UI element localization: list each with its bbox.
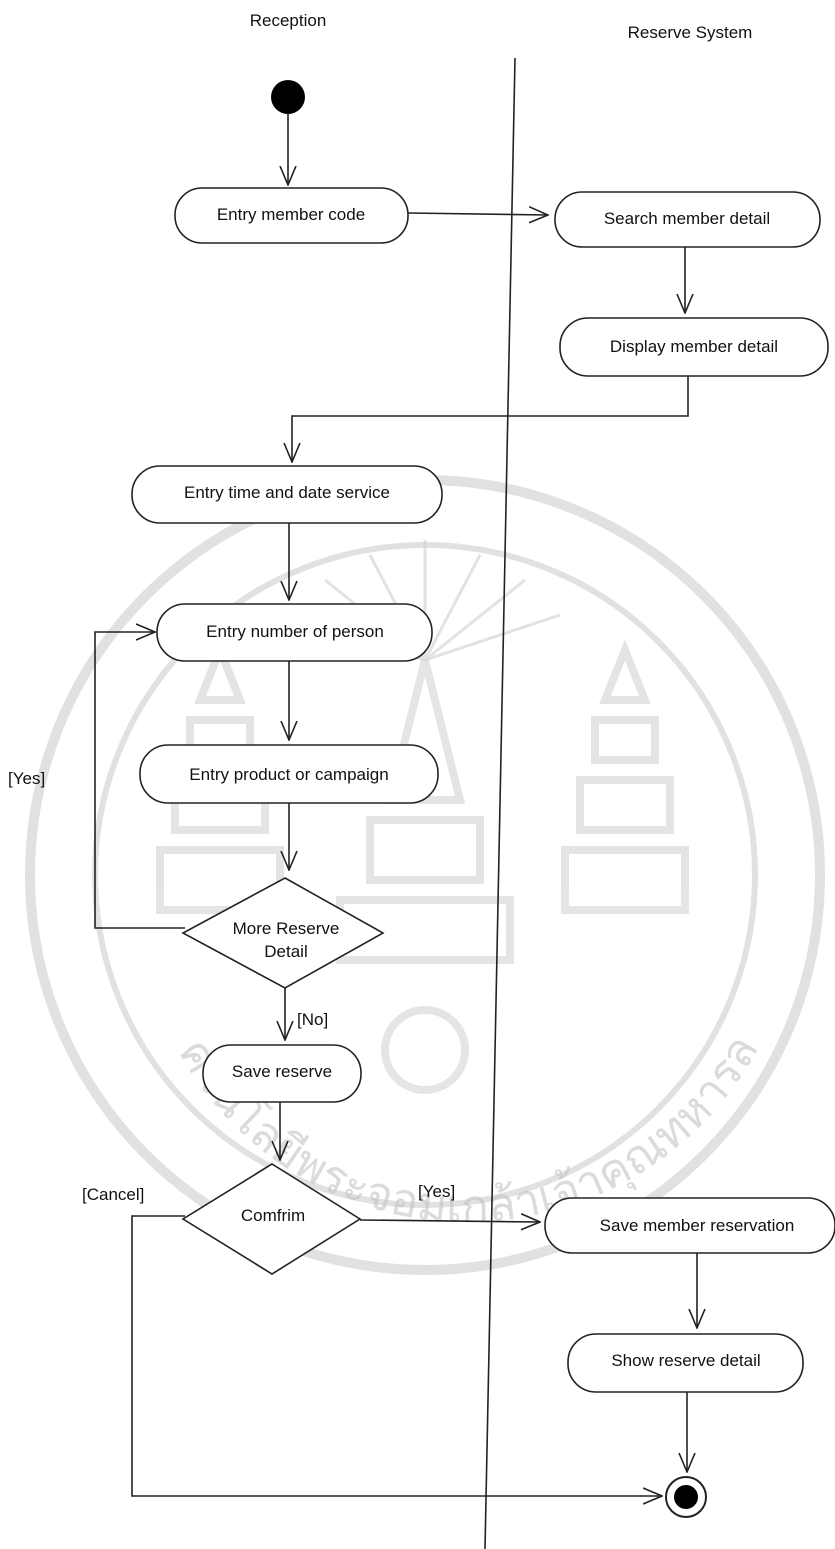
control-flows xyxy=(94,114,697,1496)
decision-more-reserve-detail: More Reserve Detail xyxy=(181,877,385,989)
activity-save-member-reservation-label: Save member reservation xyxy=(600,1216,795,1235)
activity-save-member-reservation: Save member reservation xyxy=(544,1197,835,1254)
decision-more-reserve-line2: Detail xyxy=(264,942,307,961)
activity-entry-member-code-label: Entry member code xyxy=(217,205,365,224)
guard-cancel: [Cancel] xyxy=(82,1185,144,1204)
activity-entry-product-label: Entry product or campaign xyxy=(189,765,388,784)
activity-entry-time-date: Entry time and date service xyxy=(131,465,443,524)
activity-display-member-detail: Display member detail xyxy=(559,317,829,377)
activity-entry-product: Entry product or campaign xyxy=(139,744,439,804)
activity-show-reserve-detail-label: Show reserve detail xyxy=(611,1351,760,1370)
activity-show-reserve-detail: Show reserve detail xyxy=(567,1333,804,1393)
activity-display-member-detail-label: Display member detail xyxy=(610,337,778,356)
decision-more-reserve-line1: More Reserve xyxy=(233,919,340,938)
activity-search-member-detail: Search member detail xyxy=(554,191,821,248)
activity-entry-number-person: Entry number of person xyxy=(156,603,433,662)
decision-confirm: Comfrim xyxy=(181,1163,362,1275)
flow-display-to-entry-time xyxy=(292,376,689,462)
activity-save-reserve: Save reserve xyxy=(202,1044,362,1103)
initial-node xyxy=(271,80,305,114)
guard-yes-confirm: [Yes] xyxy=(418,1182,455,1201)
decision-confirm-label: Comfrim xyxy=(241,1206,305,1225)
activity-search-member-detail-label: Search member detail xyxy=(604,209,770,228)
swimlane-divider xyxy=(484,57,516,1549)
flow-entry-to-search xyxy=(407,213,548,215)
guard-yes-loop: [Yes] xyxy=(8,769,45,788)
lane-header-reserve-system: Reserve System xyxy=(628,23,753,42)
activity-entry-member-code: Entry member code xyxy=(174,187,409,244)
final-node xyxy=(665,1476,707,1518)
flow-loop-yes xyxy=(94,632,185,929)
guard-no: [No] xyxy=(297,1010,328,1029)
activity-entry-time-date-label: Entry time and date service xyxy=(184,483,390,502)
activity-save-reserve-label: Save reserve xyxy=(232,1062,332,1081)
flow-confirm-cancel xyxy=(131,1215,662,1496)
activity-entry-number-person-label: Entry number of person xyxy=(206,622,384,641)
flow-confirm-yes xyxy=(359,1220,540,1222)
watermark-temple-right xyxy=(561,639,689,914)
watermark-temple-center xyxy=(336,659,514,1094)
lane-header-reception: Reception xyxy=(250,11,327,30)
